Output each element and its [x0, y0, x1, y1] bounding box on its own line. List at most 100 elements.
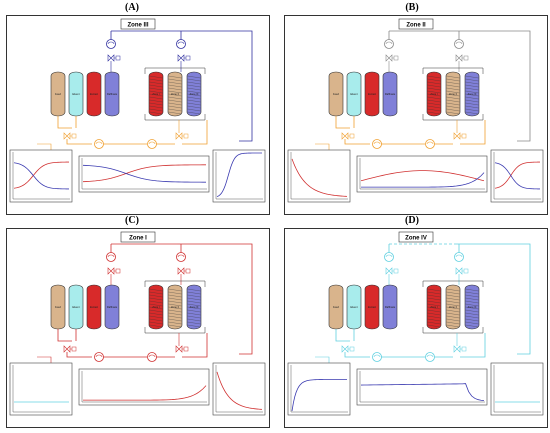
column-zone-ii: Zone II — [167, 71, 183, 117]
top-valve-left — [107, 54, 121, 62]
chart-main — [356, 368, 488, 406]
column-feed: Feed — [50, 71, 66, 117]
chart-main — [78, 368, 210, 406]
svg-text:Zone IV: Zone IV — [405, 236, 427, 242]
column-eluent-label: Eluent — [72, 92, 80, 96]
bottom-pump-2 — [147, 352, 157, 362]
zone-label: Zone I — [120, 231, 156, 243]
bottom-pump-2 — [425, 139, 435, 149]
column-raffinate: Raffinate — [104, 71, 120, 117]
bottom-valve-left — [341, 132, 355, 140]
column-extract-label: Extract — [368, 92, 376, 96]
top-pump-left — [106, 252, 116, 262]
column-zone-i: Zone I — [426, 284, 442, 330]
top-pump-right — [454, 252, 464, 262]
column-extract-label: Extract — [90, 92, 98, 96]
column-zone-ii: Zone II — [445, 71, 461, 117]
top-valve-left — [107, 267, 121, 275]
panel-label-c: (C) — [125, 215, 139, 226]
chart-right-series-0 — [216, 152, 262, 198]
diagram-panel-a: Zone III Feed Eluent Extract Raffinate Zone I… — [6, 15, 270, 215]
chart-right — [490, 362, 544, 416]
svg-text:Zone II: Zone II — [406, 23, 426, 29]
top-pump-left — [106, 39, 116, 49]
column-feed: Feed — [328, 71, 344, 117]
column-zone-iii: Zone III — [186, 71, 202, 117]
chart-main-series-0 — [83, 385, 207, 401]
zone-label: Zone III — [120, 18, 156, 30]
svg-text:Zone III: Zone III — [128, 23, 149, 29]
chart-right — [212, 362, 266, 416]
column-zone-i-label: Zone I — [152, 92, 160, 96]
column-extract-label: Extract — [368, 305, 376, 309]
column-eluent: Eluent — [68, 71, 84, 117]
bottom-valve-left — [63, 132, 77, 140]
chart-left — [9, 149, 73, 203]
top-line — [455, 243, 531, 355]
column-zone-i: Zone I — [148, 284, 164, 330]
column-eluent: Eluent — [346, 71, 362, 117]
column-zone-ii: Zone II — [445, 284, 461, 330]
diagram-panel-b: Zone II Feed Eluent Extract Raffinate Zone I Z… — [284, 15, 548, 215]
chart-main-series-1 — [361, 172, 485, 188]
top-valve-right — [177, 267, 191, 275]
panel-label-d: (D) — [405, 215, 419, 226]
column-zone-i-label: Zone I — [152, 305, 160, 309]
bottom-pump-1 — [372, 352, 382, 362]
column-eluent-label: Eluent — [350, 305, 358, 309]
column-zone-ii-label: Zone II — [171, 92, 179, 96]
column-feed-label: Feed — [55, 92, 61, 96]
column-raffinate: Raffinate — [382, 284, 398, 330]
column-raffinate-label: Raffinate — [385, 92, 396, 96]
chart-left-series-0 — [291, 379, 347, 412]
top-pump-left — [384, 252, 394, 262]
column-feed-label: Feed — [333, 92, 339, 96]
column-raffinate-label: Raffinate — [385, 305, 396, 309]
chart-main-series-0 — [360, 170, 485, 182]
column-zone-i: Zone I — [426, 71, 442, 117]
top-valve-left — [385, 54, 399, 62]
column-zone-i-label: Zone I — [430, 92, 438, 96]
column-zone-iii-label: Zone III — [190, 92, 199, 96]
column-extract: Extract — [86, 284, 102, 330]
column-raffinate: Raffinate — [104, 284, 120, 330]
bottom-valve-right — [175, 132, 189, 140]
column-zone-ii-label: Zone II — [171, 305, 179, 309]
column-zone-iii-label: Zone III — [468, 305, 477, 309]
top-pump-left — [384, 39, 394, 49]
panel-label-a: (A) — [125, 2, 139, 13]
column-zone-ii-label: Zone II — [449, 305, 457, 309]
bottom-pump-1 — [94, 352, 104, 362]
column-extract: Extract — [86, 71, 102, 117]
column-zone-i: Zone I — [148, 71, 164, 117]
chart-main — [78, 155, 210, 193]
top-valve-right — [177, 54, 191, 62]
zone-label: Zone IV — [398, 231, 434, 243]
chart-right-series-0 — [216, 371, 263, 410]
chart-left-series-0 — [291, 158, 348, 197]
bottom-pump-1 — [94, 139, 104, 149]
column-eluent: Eluent — [346, 284, 362, 330]
chart-left-series-1 — [13, 162, 70, 190]
chart-left-series-0 — [13, 161, 70, 189]
column-raffinate-label: Raffinate — [107, 92, 118, 96]
chart-main — [356, 155, 488, 193]
chart-right — [490, 149, 544, 203]
column-extract: Extract — [364, 284, 380, 330]
panel-label-b: (B) — [405, 2, 419, 13]
chart-main-series-0 — [360, 383, 485, 401]
column-zone-ii-label: Zone II — [449, 92, 457, 96]
zone-label: Zone II — [398, 18, 434, 30]
top-valve-right — [455, 54, 469, 62]
column-extract-label: Extract — [90, 305, 98, 309]
top-pump-right — [176, 39, 186, 49]
column-raffinate: Raffinate — [382, 71, 398, 117]
top-line — [177, 243, 253, 355]
top-valve-left — [385, 267, 399, 275]
column-eluent-label: Eluent — [72, 305, 80, 309]
column-feed-label: Feed — [333, 305, 339, 309]
bottom-valve-right — [453, 345, 467, 353]
top-line — [455, 30, 531, 142]
chart-right — [212, 149, 266, 203]
